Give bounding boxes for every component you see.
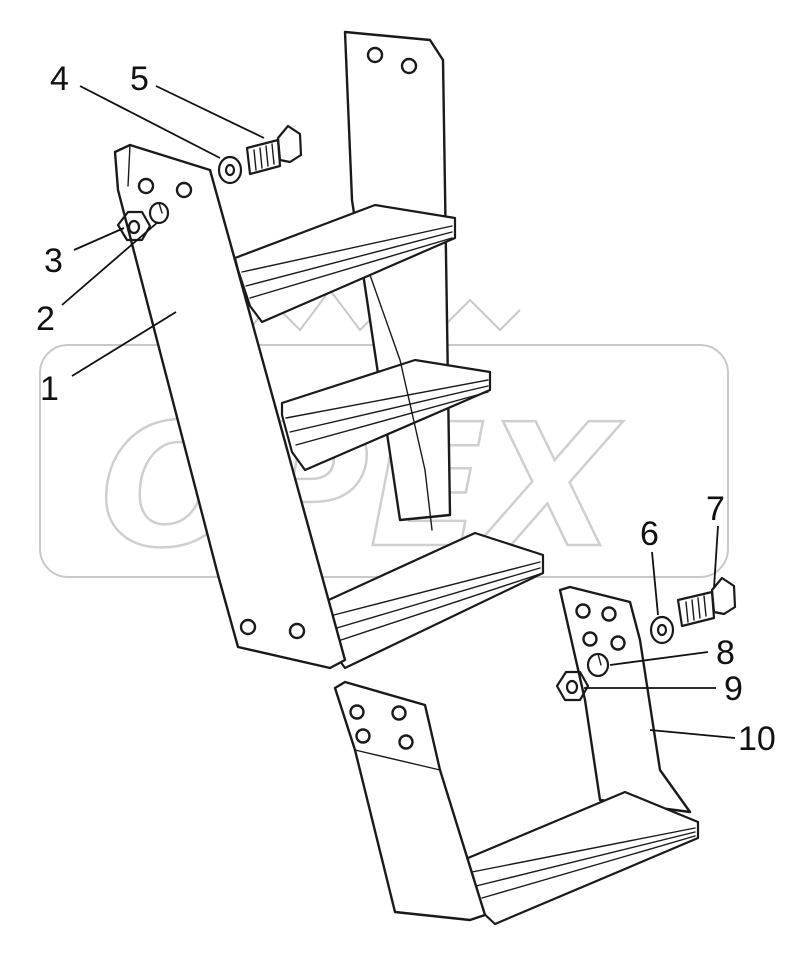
- callout-6: 6: [640, 515, 659, 553]
- callout-10: 10: [738, 720, 776, 758]
- upper-ladder-treads: [233, 203, 545, 670]
- leader-4: [79, 85, 221, 159]
- lower-step-bracket: [333, 585, 700, 926]
- callout-labels: 1 2 3 4 5 6 7 8 9 10: [36, 60, 776, 758]
- callout-3: 3: [44, 242, 63, 280]
- callout-leaders: [61, 85, 736, 739]
- lock-washer-2: [148, 201, 170, 225]
- leader-1: [71, 311, 177, 377]
- upper-ladder-front-rail: [113, 143, 347, 670]
- callout-1: 1: [40, 370, 59, 408]
- leader-7: [713, 525, 719, 589]
- leader-2: [61, 221, 159, 306]
- leader-10: [649, 729, 736, 739]
- leader-5: [155, 85, 265, 139]
- lock-washer-8: [586, 652, 610, 678]
- leader-8: [609, 651, 709, 666]
- bolt-5: [245, 124, 303, 176]
- callout-2: 2: [36, 300, 55, 338]
- bolt-7: [676, 576, 737, 628]
- leader-6: [651, 551, 659, 616]
- leader-3: [73, 227, 125, 251]
- nut-9: [555, 670, 590, 702]
- callout-7: 7: [706, 490, 725, 528]
- washer-4: [217, 155, 243, 185]
- callout-9: 9: [724, 670, 743, 708]
- nut-3: [116, 210, 152, 242]
- callout-8: 8: [716, 634, 735, 672]
- callout-5: 5: [130, 60, 149, 98]
- callout-4: 4: [50, 60, 69, 98]
- washer-6: [649, 615, 675, 645]
